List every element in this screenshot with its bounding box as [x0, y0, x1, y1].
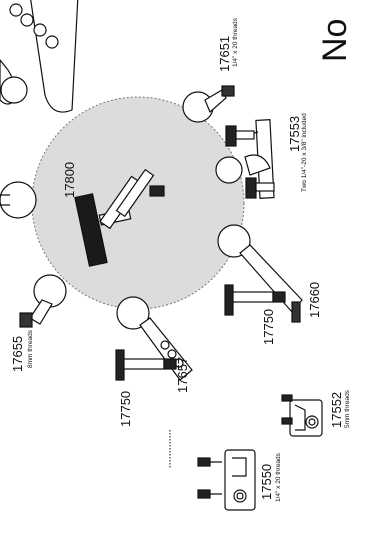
label-17651-number: 17651: [217, 35, 232, 72]
left-arm-ball: [0, 181, 37, 219]
label-17655-note: 8mm threads: [27, 330, 34, 368]
part-17550-drawing: [197, 449, 256, 511]
label-17660-number: 17660: [307, 281, 322, 318]
part-17750b-drawing: [115, 349, 177, 381]
label-17550-note: 1/4" x 20 threads: [275, 453, 282, 502]
part-17553-drawing: [215, 119, 275, 199]
part-17657-drawing: [116, 296, 193, 381]
arm-top-left: [0, 0, 79, 113]
label-17800-number: 17800: [62, 161, 77, 198]
part-17750a-drawing: [224, 284, 286, 316]
label-17552-note: 5mm threads: [344, 390, 351, 428]
page-heading: No: [316, 18, 354, 62]
part-17552-drawing: [281, 394, 323, 437]
label-17750a-number: 17750: [261, 308, 276, 345]
hub-circle: [31, 96, 245, 310]
label-17550-number: 17550: [259, 463, 274, 500]
label-17553-number: 17553: [287, 115, 302, 152]
label-17552-number: 17552: [329, 391, 344, 428]
label-17750b-number: 17750: [118, 390, 133, 427]
label-17657-number: 17657: [175, 356, 190, 393]
part-17655-drawing: [19, 274, 67, 328]
part-17800-drawing: [74, 168, 165, 267]
part-17660-drawing: [217, 224, 303, 323]
label-17553-note: Two 1/4"-20 x 3/8" included: [301, 113, 308, 192]
part-17651-drawing: [182, 85, 235, 123]
label-17651-note: 1/4" x 20 threads: [232, 18, 239, 67]
label-17655-number: 17655: [10, 335, 25, 372]
